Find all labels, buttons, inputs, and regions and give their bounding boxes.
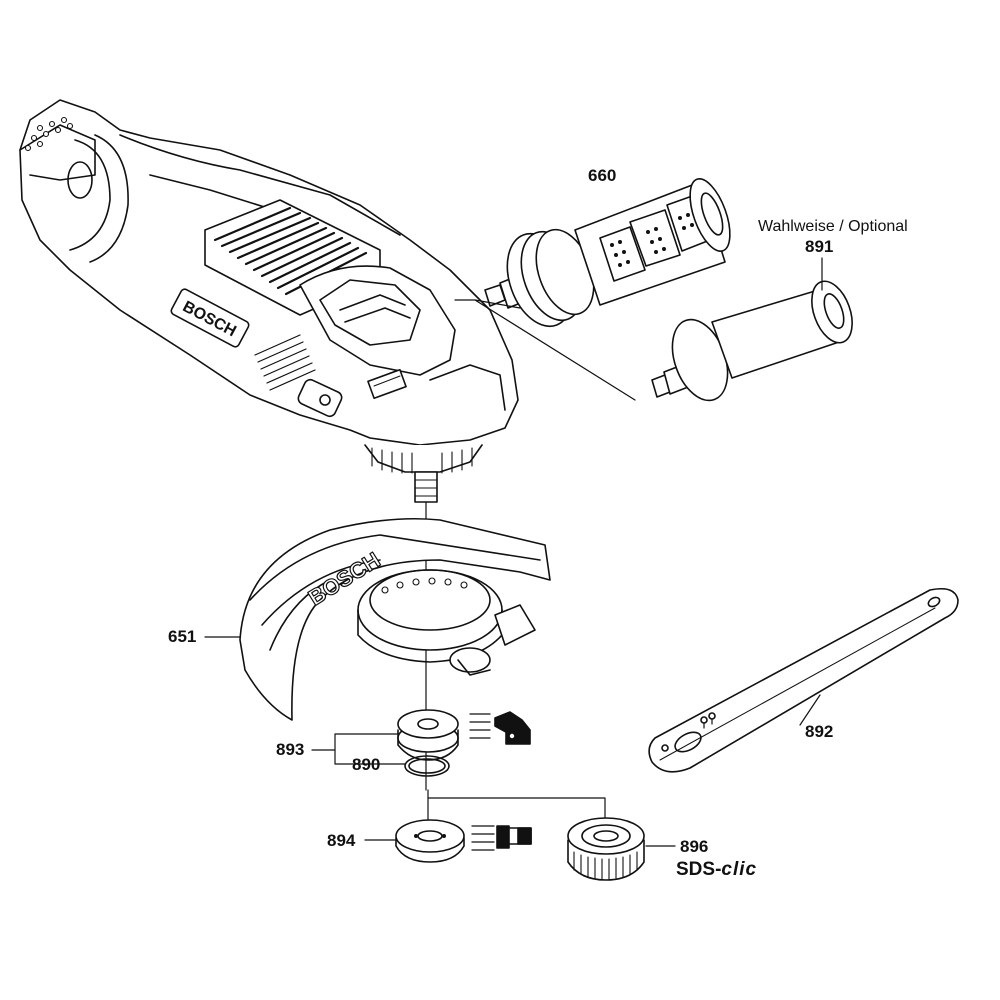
part-label-890: 890 xyxy=(352,755,381,774)
sds-prefix: SDS- xyxy=(676,859,722,880)
angle-grinder-body: BOSCH xyxy=(19,99,519,503)
quick-clamping-nut-896 xyxy=(567,817,645,881)
part-label-894: 894 xyxy=(327,831,356,850)
flange-orientation-symbol-893 xyxy=(469,711,531,745)
part-label-892: 892 xyxy=(805,722,834,741)
o-ring-890 xyxy=(404,755,450,777)
part-label-893: 893 xyxy=(276,740,305,759)
optional-note: Wahlweise / Optional xyxy=(758,218,908,235)
part-label-896: 896 xyxy=(680,837,709,856)
auxiliary-handle-660 xyxy=(484,178,731,328)
clamping-nut-894 xyxy=(395,819,465,863)
mounting-flange-893 xyxy=(397,709,459,761)
part-label-891: 891 xyxy=(805,237,834,256)
protection-guard-651: BOSCH xyxy=(239,517,551,721)
part-label-651: 651 xyxy=(168,627,197,646)
sds-clic-label: SDS-clic xyxy=(676,859,757,881)
sds-suffix: clic xyxy=(721,859,758,880)
optional-handle-891 xyxy=(651,280,853,402)
two-pin-spanner-892 xyxy=(648,587,959,773)
nut-orientation-symbol-894 xyxy=(471,825,532,851)
part-label-660: 660 xyxy=(588,166,617,185)
